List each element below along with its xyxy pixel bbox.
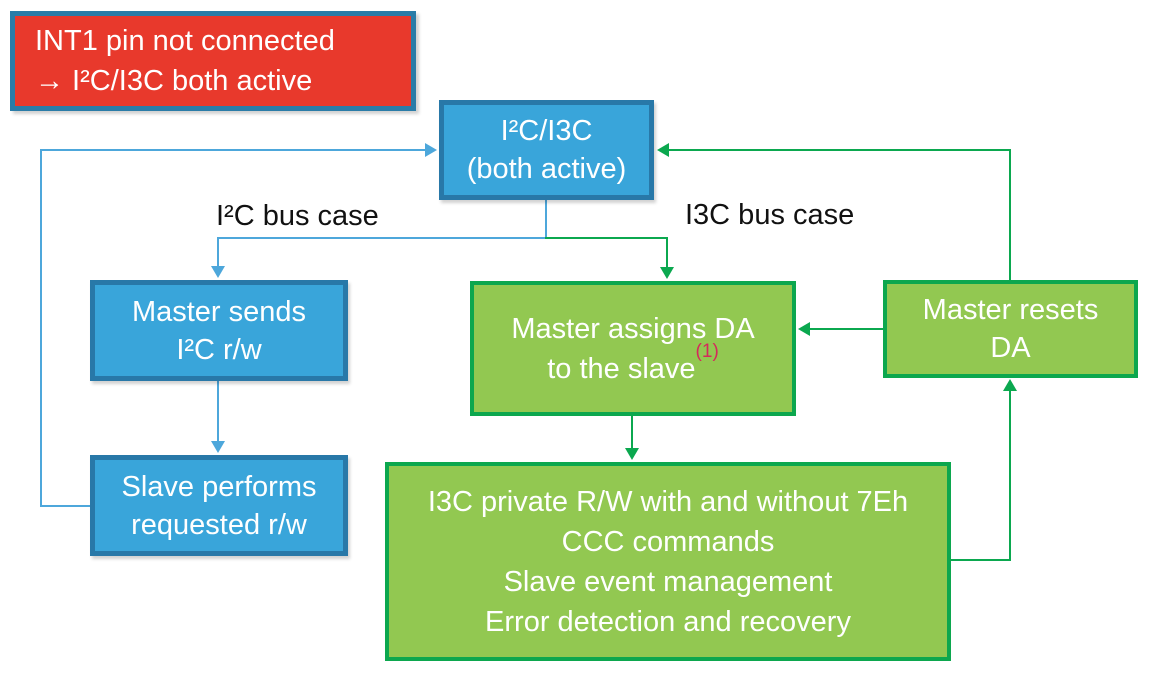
label-i3c-bus-case: I3C bus case bbox=[685, 199, 855, 231]
node-master-assigns-line2: to the slave(1) bbox=[547, 342, 719, 389]
node-i3c-operation: I3C private R/W with and without 7Eh CCC… bbox=[385, 462, 951, 661]
arrowhead-into-slave-performs bbox=[211, 441, 225, 453]
edge-i3c-operation-to-master-resets bbox=[950, 390, 1011, 561]
edge-slave-performs-to-both-active bbox=[40, 149, 426, 507]
node-slave-performs: Slave performs requested r/w bbox=[90, 455, 348, 556]
node-master-assigns-line2-text: to the slave bbox=[547, 352, 696, 385]
note-int1-pin: INT1 pin not connected → I²C/I3C both ac… bbox=[10, 11, 416, 111]
node-master-assigns: Master assigns DA to the slave(1) bbox=[470, 281, 796, 416]
node-i3c-operation-line1: I3C private R/W with and without 7Eh bbox=[427, 485, 909, 518]
node-master-resets-line1: Master resets bbox=[922, 294, 1099, 326]
node-i3c-operation-line3: Slave event management bbox=[503, 565, 833, 598]
node-master-sends-line1: Master sends bbox=[131, 295, 307, 328]
arrowhead-into-master-assigns-top bbox=[660, 267, 674, 279]
node-slave-performs-line1: Slave performs bbox=[121, 470, 317, 503]
note-line1: INT1 pin not connected bbox=[35, 25, 335, 57]
node-master-sends-line2: I²C r/w bbox=[176, 333, 262, 366]
arrowhead-into-i3c-operation bbox=[625, 448, 639, 460]
node-master-resets-line2: DA bbox=[990, 332, 1031, 364]
node-both-active-line2: (both active) bbox=[466, 153, 627, 185]
edge-master-resets-to-both-active bbox=[668, 149, 1011, 280]
node-master-sends: Master sends I²C r/w bbox=[90, 280, 348, 381]
node-i3c-operation-line4: Error detection and recovery bbox=[485, 605, 851, 638]
node-slave-performs-line2: requested r/w bbox=[131, 508, 307, 541]
node-master-resets: Master resets DA bbox=[883, 280, 1138, 378]
node-both-active: I²C/I3C (both active) bbox=[439, 100, 654, 200]
arrowhead-into-master-sends bbox=[211, 266, 225, 278]
arrowhead-into-both-active-left bbox=[425, 143, 437, 157]
node-both-active-line1: I²C/I3C bbox=[500, 115, 593, 147]
edge-branch-i2c bbox=[217, 237, 547, 268]
node-i3c-operation-line2: CCC commands bbox=[561, 525, 775, 558]
arrowhead-into-master-resets-bottom bbox=[1003, 379, 1017, 391]
label-i2c-bus-case: I²C bus case bbox=[216, 200, 379, 232]
edge-branch-i3c bbox=[545, 237, 668, 268]
node-master-assigns-line1: Master assigns DA bbox=[511, 312, 755, 345]
note-line2: → I²C/I3C both active bbox=[35, 65, 313, 97]
arrowhead-into-master-assigns-right bbox=[798, 322, 810, 336]
arrowhead-into-both-active-right bbox=[657, 143, 669, 157]
footnote-ref-1: (1) bbox=[695, 340, 719, 362]
